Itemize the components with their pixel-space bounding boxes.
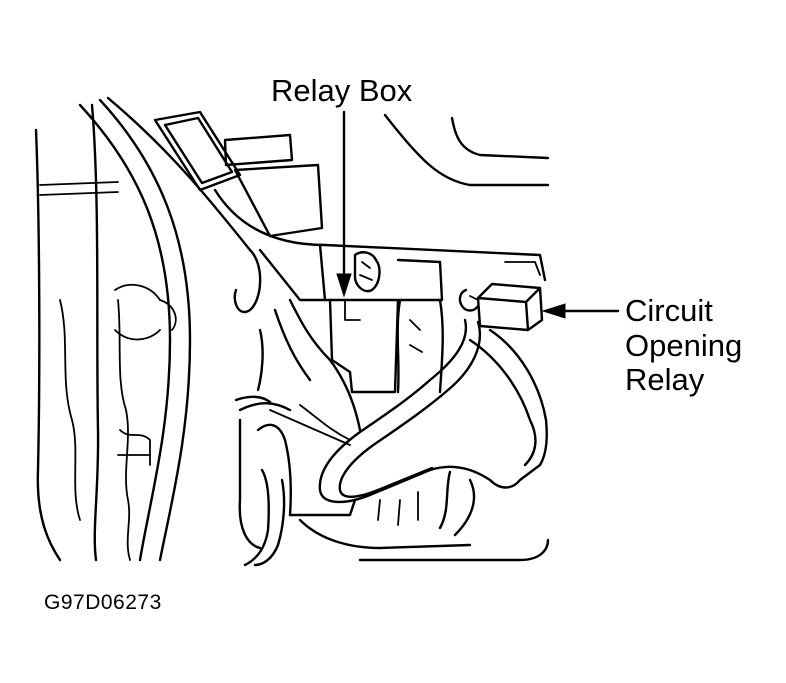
relay-box-leader bbox=[336, 110, 352, 298]
relay-box-housing bbox=[153, 110, 547, 394]
upper-right-contours bbox=[383, 113, 550, 187]
circuit-opening-relay-label-line-2: Opening bbox=[625, 328, 743, 363]
circuit-opening-relay-label-line-3: Relay bbox=[625, 362, 705, 397]
lower-assemblies bbox=[234, 298, 550, 567]
circuit-opening-relay-leader bbox=[541, 303, 620, 319]
main-harness-cables bbox=[78, 96, 252, 562]
left-body-panel bbox=[34, 103, 151, 562]
relay-box-label: Relay Box bbox=[271, 73, 413, 108]
figure-id: G97D06273 bbox=[44, 591, 162, 614]
circuit-opening-relay-part bbox=[458, 282, 544, 332]
relay-wiring-loop bbox=[318, 318, 548, 537]
circuit-opening-relay-label-line-1: Circuit bbox=[625, 293, 713, 328]
